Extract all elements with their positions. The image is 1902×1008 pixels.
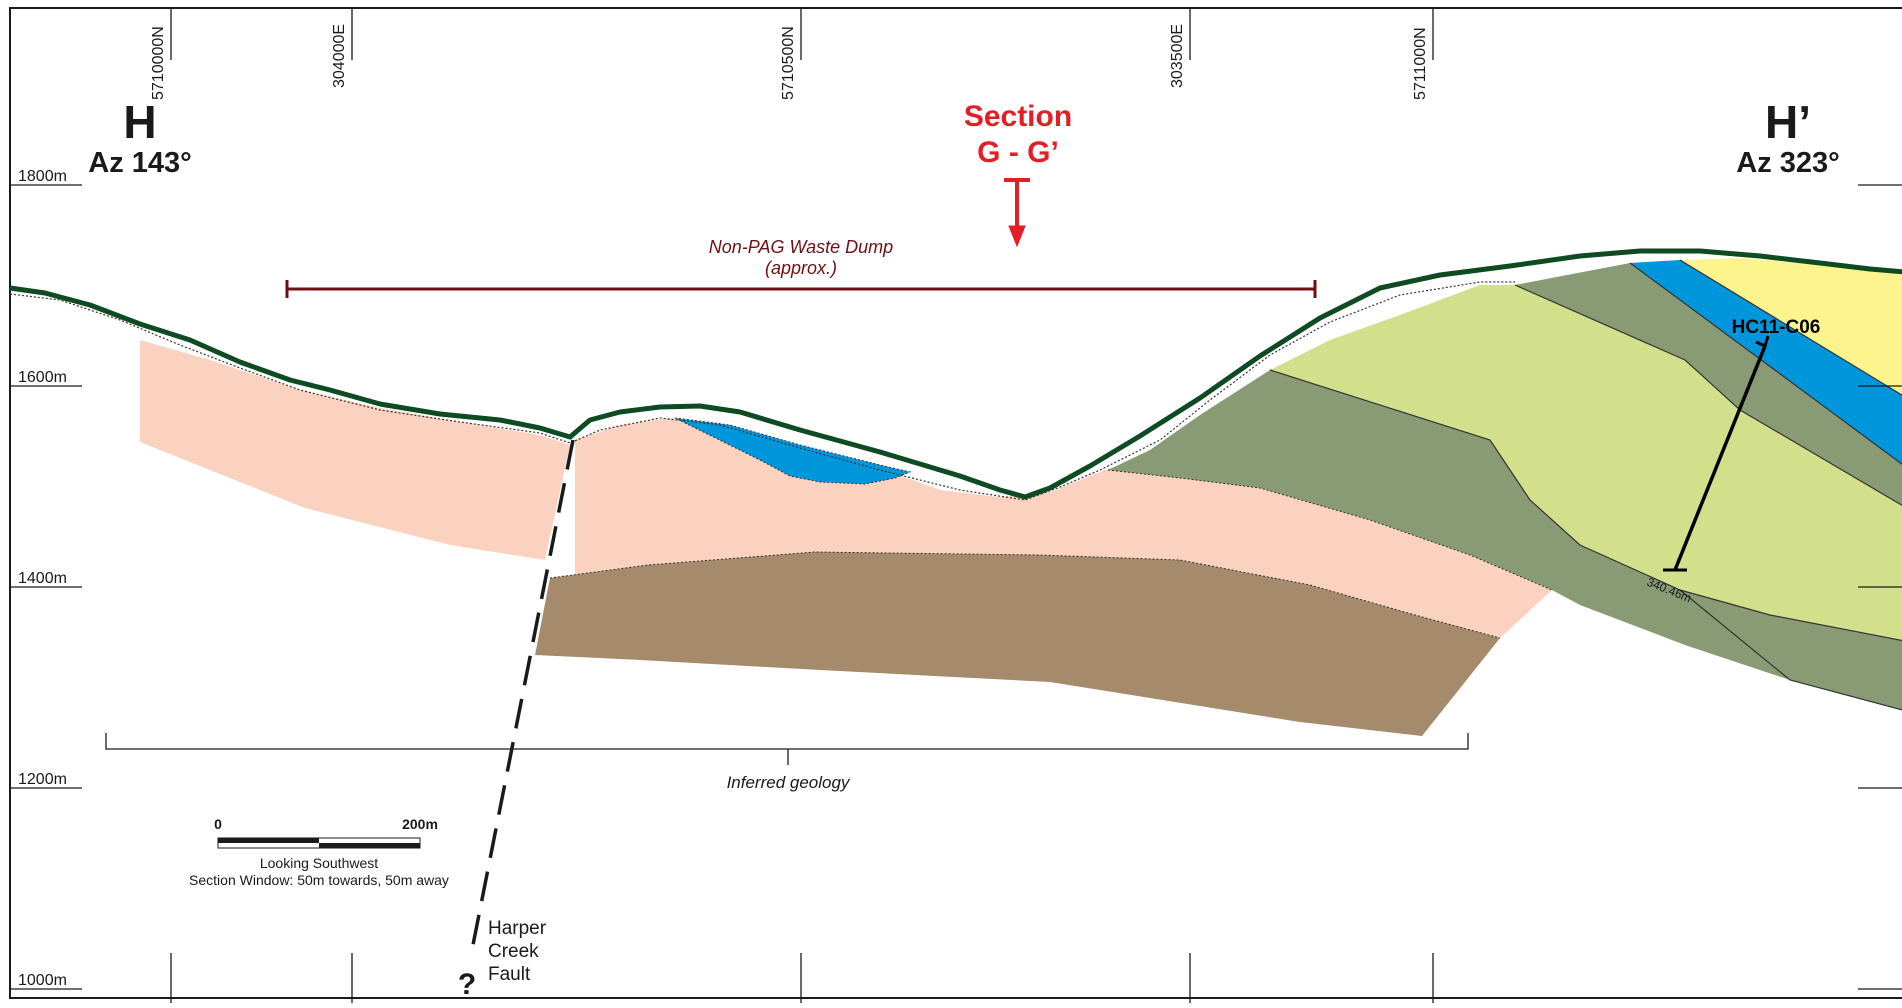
coordinate-tick-lines xyxy=(170,8,1434,60)
scale-bar-start: 0 xyxy=(214,816,222,832)
section-marker-head xyxy=(1008,225,1026,248)
contact-line-band-blue xyxy=(1629,262,1902,465)
elevation-ticks xyxy=(10,184,1902,990)
inferred-geology-line xyxy=(105,733,1469,750)
grey-green-band-upper xyxy=(1515,263,1902,506)
section-id-label: G - G’ xyxy=(977,136,1059,169)
elevation-labels: 1800m 1600m 1400m 1200m 1000m xyxy=(18,168,67,989)
fault-label-line3: Fault xyxy=(488,964,531,985)
section-window: Section Window: 50m towards, 50m away xyxy=(189,872,449,888)
inferred-geology-label: Inferred geology xyxy=(727,773,851,792)
section-start-azimuth: Az 143° xyxy=(88,147,191,179)
fault-label-line1: Harper xyxy=(488,918,547,939)
contact-salmon-greygreen xyxy=(1107,469,1553,591)
blue-unit-right xyxy=(1630,260,1902,465)
grey-green-unit xyxy=(1108,370,1902,710)
fault-label-line2: Creek xyxy=(488,941,539,962)
light-green-unit xyxy=(1270,285,1902,641)
coordinate-label: 5711000N xyxy=(1412,27,1429,100)
contact-line-green-band xyxy=(1514,284,1902,506)
bottom-tick-lines xyxy=(170,953,1434,1003)
dotted-contacts xyxy=(549,469,1553,639)
dotted-surface-line xyxy=(9,281,1515,501)
blue-lens xyxy=(674,417,912,485)
salmon-unit-left xyxy=(140,340,570,560)
section-label: Section xyxy=(964,100,1072,133)
drillhole-trace xyxy=(1673,345,1767,571)
contact-salmon-brown xyxy=(549,551,1501,639)
coordinate-tick-labels: 5710000N 304000E 5710500N 303500E 571100… xyxy=(150,24,1429,100)
scale-bar xyxy=(217,837,421,849)
waste-dump-label: Non-PAG Waste Dump xyxy=(709,237,893,257)
drillhole-collar-marker xyxy=(1755,335,1770,349)
coordinate-label: 5710000N xyxy=(150,26,167,100)
brown-unit xyxy=(535,552,1500,736)
coordinate-label: 5710500N xyxy=(780,26,797,100)
section-end-label: H’ xyxy=(1765,96,1811,148)
elevation-label: 1600m xyxy=(18,369,67,386)
topography-line xyxy=(9,248,1902,500)
elevation-label: 1800m xyxy=(18,168,67,185)
contact-line-green-greygreen xyxy=(1269,369,1902,642)
section-end-azimuth: Az 323° xyxy=(1736,147,1839,179)
scale-bar-end: 200m xyxy=(402,816,438,832)
waste-dump-sublabel: (approx.) xyxy=(765,258,837,278)
fault-query-mark: ? xyxy=(458,968,476,1001)
view-direction: Looking Southwest xyxy=(260,855,378,871)
waste-dump-extent xyxy=(285,280,1317,298)
coordinate-label: 304000E xyxy=(331,24,348,88)
scale-bar-segment xyxy=(319,843,420,848)
scale-bar-segment xyxy=(218,838,319,843)
drillhole-name: HC11-C06 xyxy=(1732,317,1821,338)
contact-line-greygreen-base xyxy=(1679,589,1902,711)
contact-line-blue-yellow xyxy=(1679,259,1902,396)
coordinate-label: 303500E xyxy=(1169,24,1186,88)
elevation-label: 1000m xyxy=(18,972,67,989)
contact-lines xyxy=(1269,259,1902,711)
inferred-geology-bracket xyxy=(105,733,1469,765)
elevation-label: 1200m xyxy=(18,771,67,788)
section-start-label: H xyxy=(123,96,156,148)
section-marker-arrow xyxy=(1004,178,1030,248)
elevation-label: 1400m xyxy=(18,570,67,587)
